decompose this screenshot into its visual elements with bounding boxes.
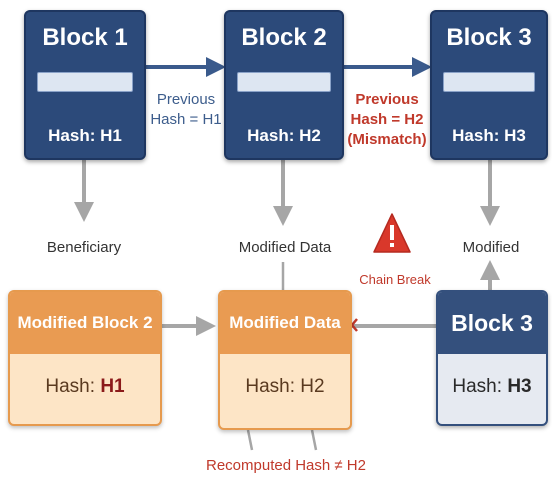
modified-label: Modified	[462, 239, 520, 256]
block-1-title: Block 1	[42, 24, 128, 51]
block-3-hash: Hash: H3	[452, 126, 526, 145]
tick-right	[310, 429, 318, 451]
block-3-data-bar	[443, 72, 535, 92]
modified-data-block[interactable]: Modified Data Hash: H2	[218, 290, 352, 430]
hash-h2-label: Hash = H2	[350, 111, 424, 128]
bottom-block-3[interactable]: Block 3 Hash: H3	[436, 290, 548, 426]
block-1-data-bar	[37, 72, 133, 92]
block-2-hash: Hash: H2	[247, 126, 321, 145]
tick-left	[246, 429, 254, 451]
block-3[interactable]: Block 3 Hash: H3	[430, 10, 548, 160]
modified-block-2-title: Modified Block 2	[10, 292, 160, 354]
block-2-data-bar	[237, 72, 331, 92]
previous-label-2: Previous	[355, 91, 419, 108]
previous-hash-h1-note: Previous Hash = H1	[148, 90, 224, 130]
warning-triangle-icon	[373, 213, 411, 253]
modified-data-label: Modified Data	[238, 239, 332, 256]
block-2[interactable]: Block 2 Hash: H2	[224, 10, 344, 160]
modified-block-2[interactable]: Modified Block 2 Hash: H1	[8, 290, 162, 426]
mismatch-label: (Mismatch)	[347, 131, 427, 148]
recomputed-hash-label: Recomputed Hash ≠ H2	[206, 457, 366, 474]
modified-block-2-hash: Hash: H1	[45, 376, 125, 397]
beneficiary-label: Beneficiary	[46, 239, 122, 256]
bottom-block-3-title: Block 3	[438, 292, 546, 354]
modified-data-title: Modified Data	[220, 292, 350, 354]
block-2-title: Block 2	[241, 24, 327, 51]
previous-label: Previous	[156, 91, 216, 108]
block-1-hash: Hash: H1	[48, 126, 122, 145]
modified-data-hash: Hash: H2	[245, 376, 325, 397]
block-3-title: Block 3	[446, 24, 532, 51]
chain-break-label: Chain Break	[359, 272, 431, 287]
previous-hash-mismatch-note: Previous Hash = H2 (Mismatch)	[344, 90, 430, 150]
bottom-block-3-hash: Hash: H3	[452, 376, 532, 397]
hash-h1-label: Hash = H1	[150, 111, 222, 128]
block-1[interactable]: Block 1 Hash: H1	[24, 10, 146, 160]
